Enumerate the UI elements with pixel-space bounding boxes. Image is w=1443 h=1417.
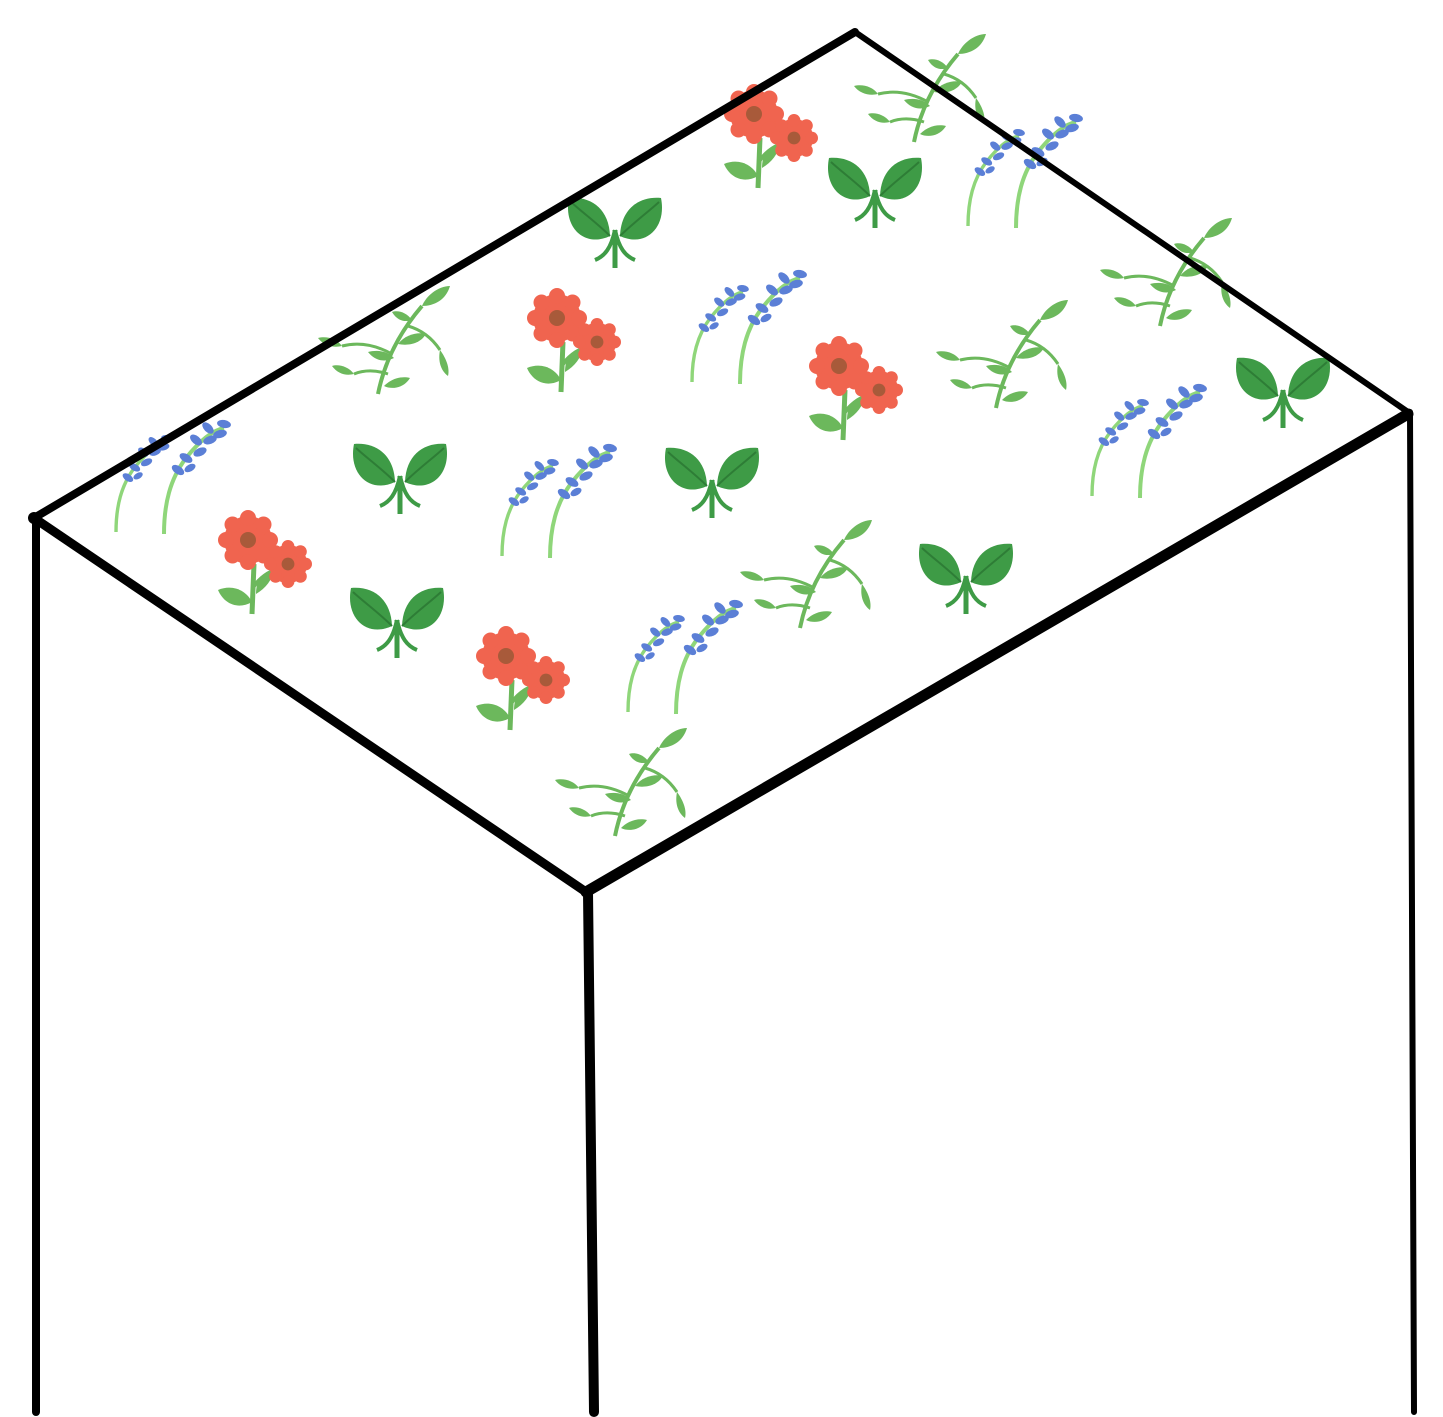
flower-icon [476, 626, 570, 730]
herb-icon [852, 32, 988, 144]
front-vertical-edge [583, 887, 599, 1417]
flower-icon [218, 510, 312, 614]
roof-back-right-edge [852, 29, 1411, 415]
roof-back-left-edge [30, 28, 859, 522]
lavender-icon [1092, 383, 1208, 498]
herb-icon [738, 518, 874, 630]
roof-front-right-edge [580, 408, 1414, 898]
flower-icon [809, 336, 903, 440]
lavender-icon [628, 599, 744, 714]
building-outline [28, 28, 1417, 1417]
sprout-icon [353, 444, 447, 514]
roof-plants [116, 32, 1330, 838]
sprout-icon [828, 158, 922, 228]
sprout-icon [665, 448, 759, 518]
roof-front-left-edge [29, 513, 591, 897]
sprout-icon [1236, 358, 1330, 428]
sprout-icon [568, 198, 662, 268]
lavender-icon [968, 113, 1084, 228]
lavender-icon [692, 269, 808, 384]
herb-icon [553, 726, 689, 838]
right-vertical-edge [1407, 409, 1417, 1415]
corner-dot [28, 512, 40, 524]
herb-icon [1098, 216, 1234, 328]
sprout-icon [350, 588, 444, 658]
flower-icon [527, 288, 621, 392]
herb-icon [934, 298, 1070, 410]
lavender-icon [502, 443, 618, 558]
sprout-icon [919, 544, 1013, 614]
